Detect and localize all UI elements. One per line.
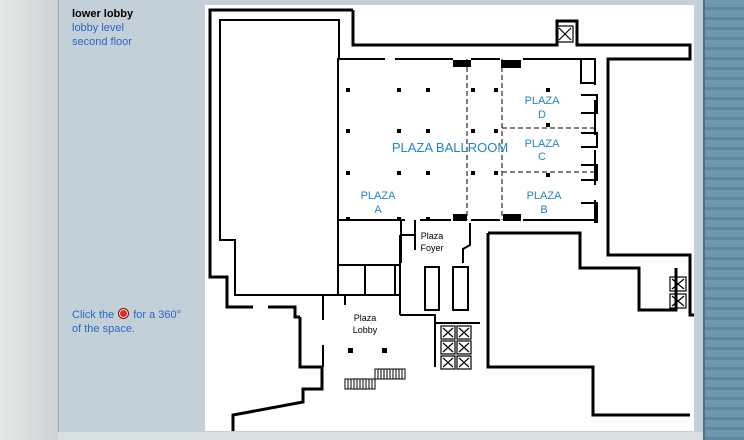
floor-plan-map: PLAZA BALLROOM PLAZA A PLAZA B PLAZA C P… (205, 5, 694, 431)
left-background (0, 0, 58, 440)
label-plaza-ballroom[interactable]: PLAZA BALLROOM (392, 140, 508, 155)
floor-nav-link-lobby-level[interactable]: lobby level (72, 22, 124, 34)
partition-lines (466, 59, 595, 220)
hotspot-help-text: Click the for a 360° of the space. (72, 308, 202, 336)
columns (346, 60, 550, 353)
label-plaza-d-1[interactable]: PLAZA (525, 95, 561, 107)
outer-walls (208, 8, 694, 431)
elevator-x-icon (440, 25, 687, 370)
label-plaza-b-1[interactable]: PLAZA (527, 190, 563, 202)
label-plaza-foyer-1[interactable]: Plaza (421, 231, 444, 241)
right-decorative-strip (703, 0, 744, 440)
label-plaza-lobby-1[interactable]: Plaza (354, 313, 377, 323)
service-room-walls (580, 59, 598, 223)
label-plaza-d-2[interactable]: D (538, 109, 546, 121)
label-plaza-lobby-2[interactable]: Lobby (353, 325, 378, 335)
floor-nav: lower lobby lobby level second floor (72, 7, 133, 49)
red-hotspot-icon (118, 308, 130, 319)
label-plaza-foyer-2[interactable]: Foyer (420, 243, 443, 253)
label-plaza-c-1[interactable]: PLAZA (525, 138, 561, 150)
help-line2: of the space. (72, 323, 135, 335)
help-suffix: for a 360° (133, 309, 182, 321)
label-plaza-a-2[interactable]: A (374, 204, 382, 216)
floor-nav-current: lower lobby (72, 8, 134, 20)
label-plaza-b-2[interactable]: B (540, 204, 547, 216)
floor-nav-link-second-floor[interactable]: second floor (72, 36, 132, 48)
lobby-walls (322, 220, 480, 367)
label-plaza-c-2[interactable]: C (538, 151, 546, 163)
bottom-strip (58, 432, 703, 440)
label-plaza-a-1[interactable]: PLAZA (361, 190, 397, 202)
help-prefix: Click the (72, 309, 115, 321)
floor-plan-svg: PLAZA BALLROOM PLAZA A PLAZA B PLAZA C P… (208, 8, 694, 431)
stairs (344, 368, 406, 390)
